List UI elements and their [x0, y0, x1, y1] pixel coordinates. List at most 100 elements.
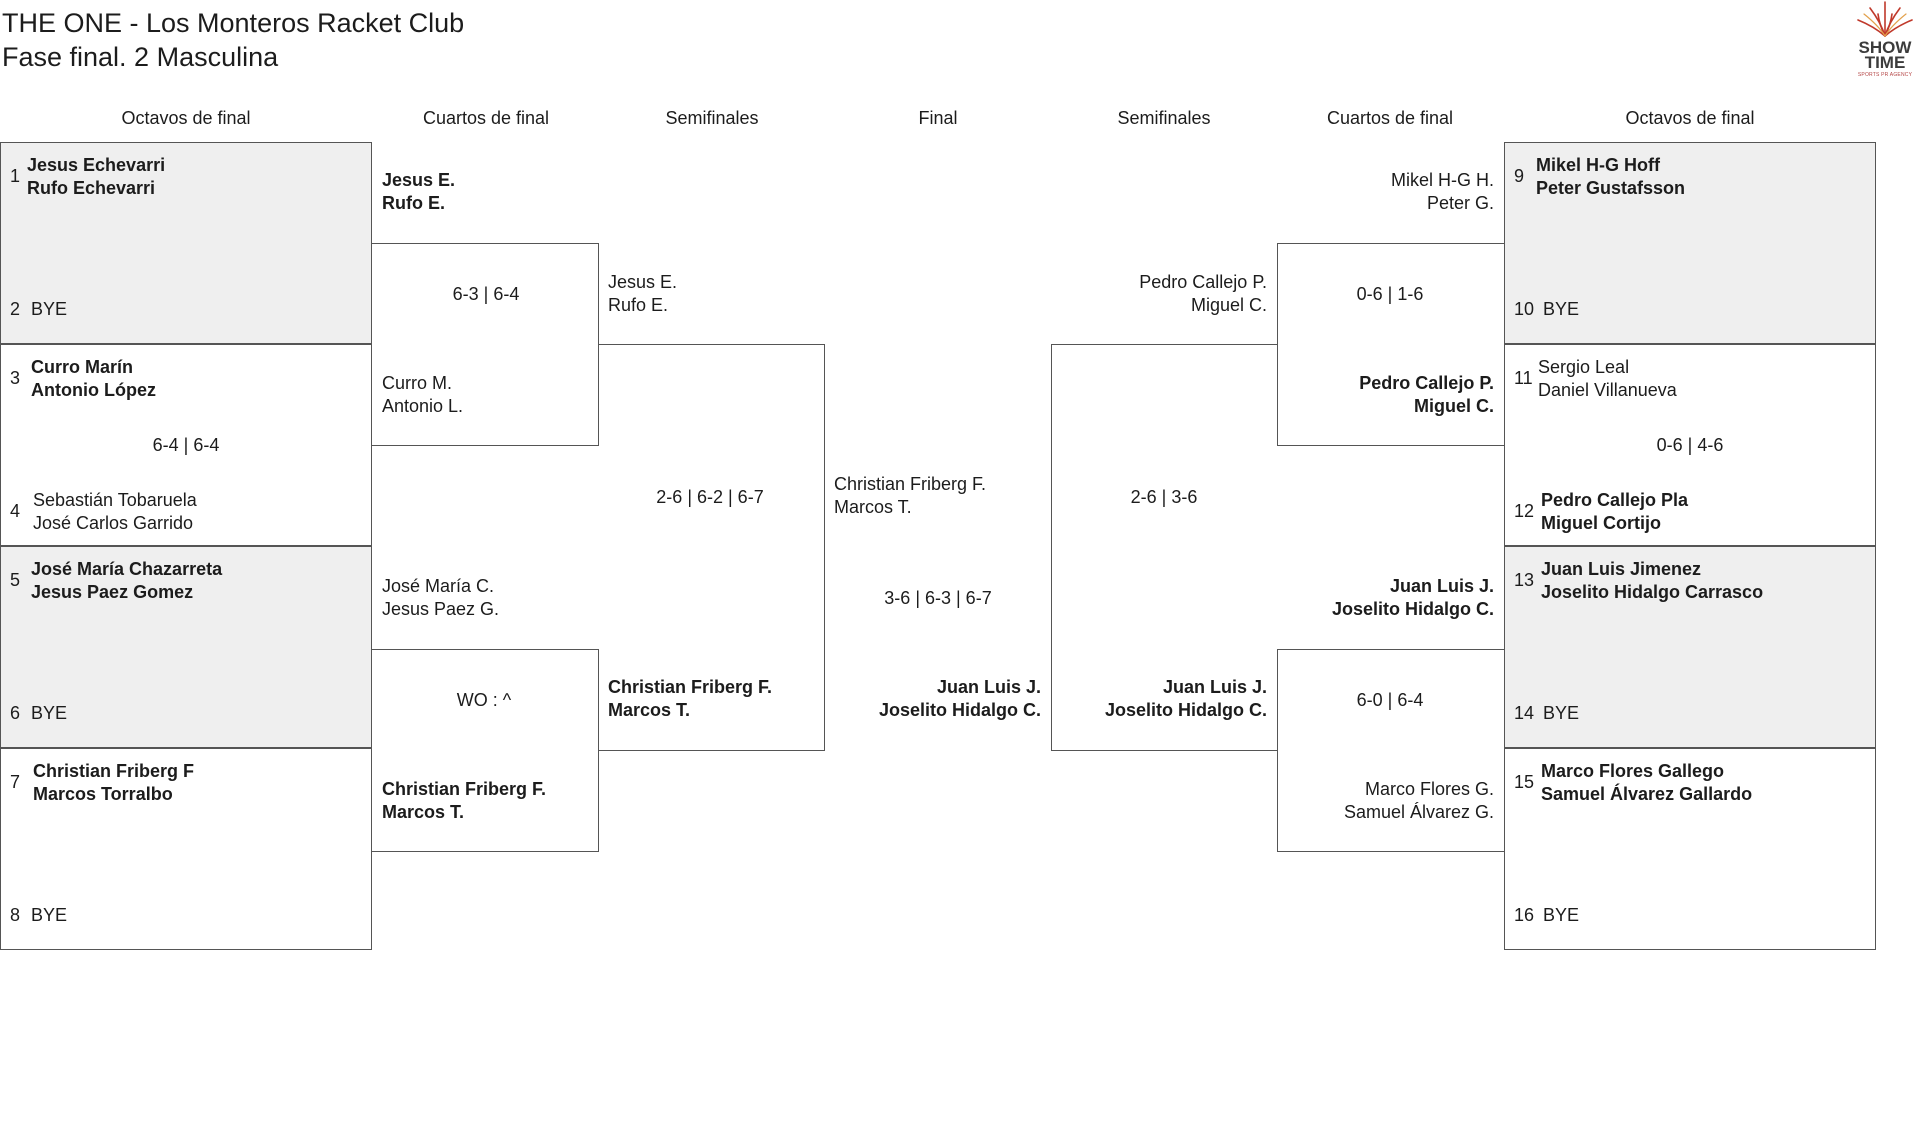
match-score: 0-6 | 4-6 — [1656, 435, 1724, 455]
team-player-2: Rufo E. — [382, 193, 445, 213]
team-player-1: Sergio Leal — [1538, 357, 1630, 377]
bracket-line — [824, 344, 825, 751]
team-player-1: Sebastián Tobaruela — [33, 490, 197, 510]
seed-number: 10 — [1514, 299, 1535, 319]
team-player-1: Juan Luis J. — [1162, 677, 1267, 697]
bracket-line — [372, 445, 599, 446]
team-player-2: Rufo Echevarri — [27, 178, 156, 198]
seed-number: 5 — [10, 570, 21, 590]
team-player-1: Jesus Echevarri — [27, 155, 166, 175]
match-box — [1504, 344, 1876, 546]
round-header-left-qf: Cuartos de final — [422, 108, 550, 128]
team-player-1: Christian Friberg F. — [608, 677, 773, 697]
team-player-2: Miguel C. — [1414, 396, 1494, 416]
bracket-line — [598, 750, 825, 751]
team-player-2: Joselito Hidalgo C. — [1104, 700, 1267, 720]
team-player-1: José María Chazarreta — [31, 559, 223, 579]
bracket-line — [1277, 445, 1504, 446]
team-player-1: Pedro Callejo Pla — [1541, 490, 1689, 510]
team-player-2: Marcos T. — [382, 802, 465, 822]
team-player-2: Marcos T. — [608, 700, 691, 720]
seed-number: 1 — [10, 166, 21, 186]
match-score: 6-3 | 6-4 — [452, 284, 520, 304]
team-player-2: Miguel C. — [1190, 295, 1267, 315]
team-player-1: BYE — [31, 703, 68, 723]
round-header-right-qf: Cuartos de final — [1326, 108, 1454, 128]
seed-number: 11 — [1514, 368, 1533, 388]
team-player-2: Marcos Torralbo — [33, 784, 173, 804]
match-box — [1504, 142, 1876, 344]
page-title: THE ONE - Los Monteros Racket Club — [2, 8, 465, 38]
match-box — [0, 142, 372, 344]
seed-number: 6 — [10, 703, 21, 723]
team-player-1: BYE — [31, 299, 68, 319]
match-score: 6-0 | 6-4 — [1356, 690, 1424, 710]
logo-word-time: TIME — [1864, 53, 1906, 72]
seed-number: 8 — [10, 905, 21, 925]
team-player-2: Samuel Álvarez Gallardo — [1541, 784, 1753, 804]
match-box — [0, 748, 372, 950]
team-player-2: Marcos T. — [834, 497, 912, 517]
bracket-line — [1277, 649, 1278, 852]
round-header-final: Final — [918, 108, 958, 128]
seed-number: 16 — [1514, 905, 1535, 925]
match-score: 6-4 | 6-4 — [152, 435, 220, 455]
match-score: 2-6 | 6-2 | 6-7 — [656, 487, 764, 507]
match-box — [1504, 748, 1876, 950]
team-player-2: Jesus Paez G. — [382, 599, 500, 619]
team-player-1: Pedro Callejo P. — [1359, 373, 1494, 393]
team-player-2: Samuel Álvarez G. — [1343, 802, 1494, 822]
team-player-1: Christian Friberg F. — [834, 474, 987, 494]
team-player-1: Jesus E. — [382, 170, 456, 190]
seed-number: 12 — [1514, 501, 1535, 521]
seed-number: 13 — [1514, 570, 1535, 590]
team-player-2: Rufo E. — [608, 295, 669, 315]
team-player-2: Joselito Hidalgo C. — [1331, 599, 1494, 619]
seed-number: 2 — [10, 299, 21, 319]
round-header-right-sf: Semifinales — [1117, 108, 1211, 128]
team-player-1: BYE — [1543, 905, 1580, 925]
team-player-1: Marco Flores Gallego — [1541, 761, 1725, 781]
team-player-2: Joselito Hidalgo Carrasco — [1541, 582, 1764, 602]
bracket-line — [1051, 750, 1277, 751]
logo-word-show: SHOW — [1858, 38, 1912, 57]
team-player-1: Juan Luis Jimenez — [1541, 559, 1702, 579]
team-player-2: Antonio López — [31, 380, 156, 400]
team-player-1: BYE — [31, 905, 68, 925]
team-player-1: Juan Luis J. — [1389, 576, 1494, 596]
seed-number: 9 — [1514, 166, 1525, 186]
team-player-1: Mikel H-G H. — [1391, 170, 1494, 190]
team-player-1: José María C. — [382, 576, 495, 596]
team-player-1: Christian Friberg F — [33, 761, 195, 781]
match-score: 3-6 | 6-3 | 6-7 — [884, 588, 992, 608]
bracket-line — [372, 851, 599, 852]
team-player-1: BYE — [1543, 299, 1580, 319]
team-player-2: Peter Gustafsson — [1536, 178, 1686, 198]
team-player-2: Antonio L. — [382, 396, 464, 416]
seed-number: 14 — [1514, 703, 1535, 723]
bracket-line — [598, 344, 824, 345]
bracket-line — [1051, 344, 1052, 751]
bracket-line — [372, 243, 598, 244]
seed-number: 3 — [10, 368, 21, 388]
team-player-1: Marco Flores G. — [1364, 779, 1494, 799]
bracket-line — [372, 649, 598, 650]
team-player-2: Peter G. — [1426, 193, 1494, 213]
team-player-1: Mikel H-G Hoff — [1536, 155, 1660, 175]
page-subtitle: Fase final. 2 Masculina — [2, 42, 279, 72]
match-score: WO : ^ — [456, 690, 512, 710]
round-header-right-r16: Octavos de final — [1625, 108, 1755, 128]
logo-tagline: SPORTS PR AGENCY — [1857, 72, 1913, 78]
match-score: 2-6 | 3-6 — [1130, 487, 1198, 507]
match-box — [0, 546, 372, 748]
round-header-left-sf: Semifinales — [665, 108, 759, 128]
bracket-line — [1277, 243, 1278, 446]
match-box — [0, 344, 372, 546]
seed-number: 15 — [1514, 772, 1535, 792]
team-player-2: Daniel Villanueva — [1538, 380, 1677, 400]
bracket-line — [1051, 344, 1277, 345]
seed-number: 4 — [10, 501, 21, 521]
team-player-1: Christian Friberg F. — [382, 779, 547, 799]
team-player-2: Joselito Hidalgo C. — [878, 700, 1041, 720]
match-score: 0-6 | 1-6 — [1356, 284, 1424, 304]
